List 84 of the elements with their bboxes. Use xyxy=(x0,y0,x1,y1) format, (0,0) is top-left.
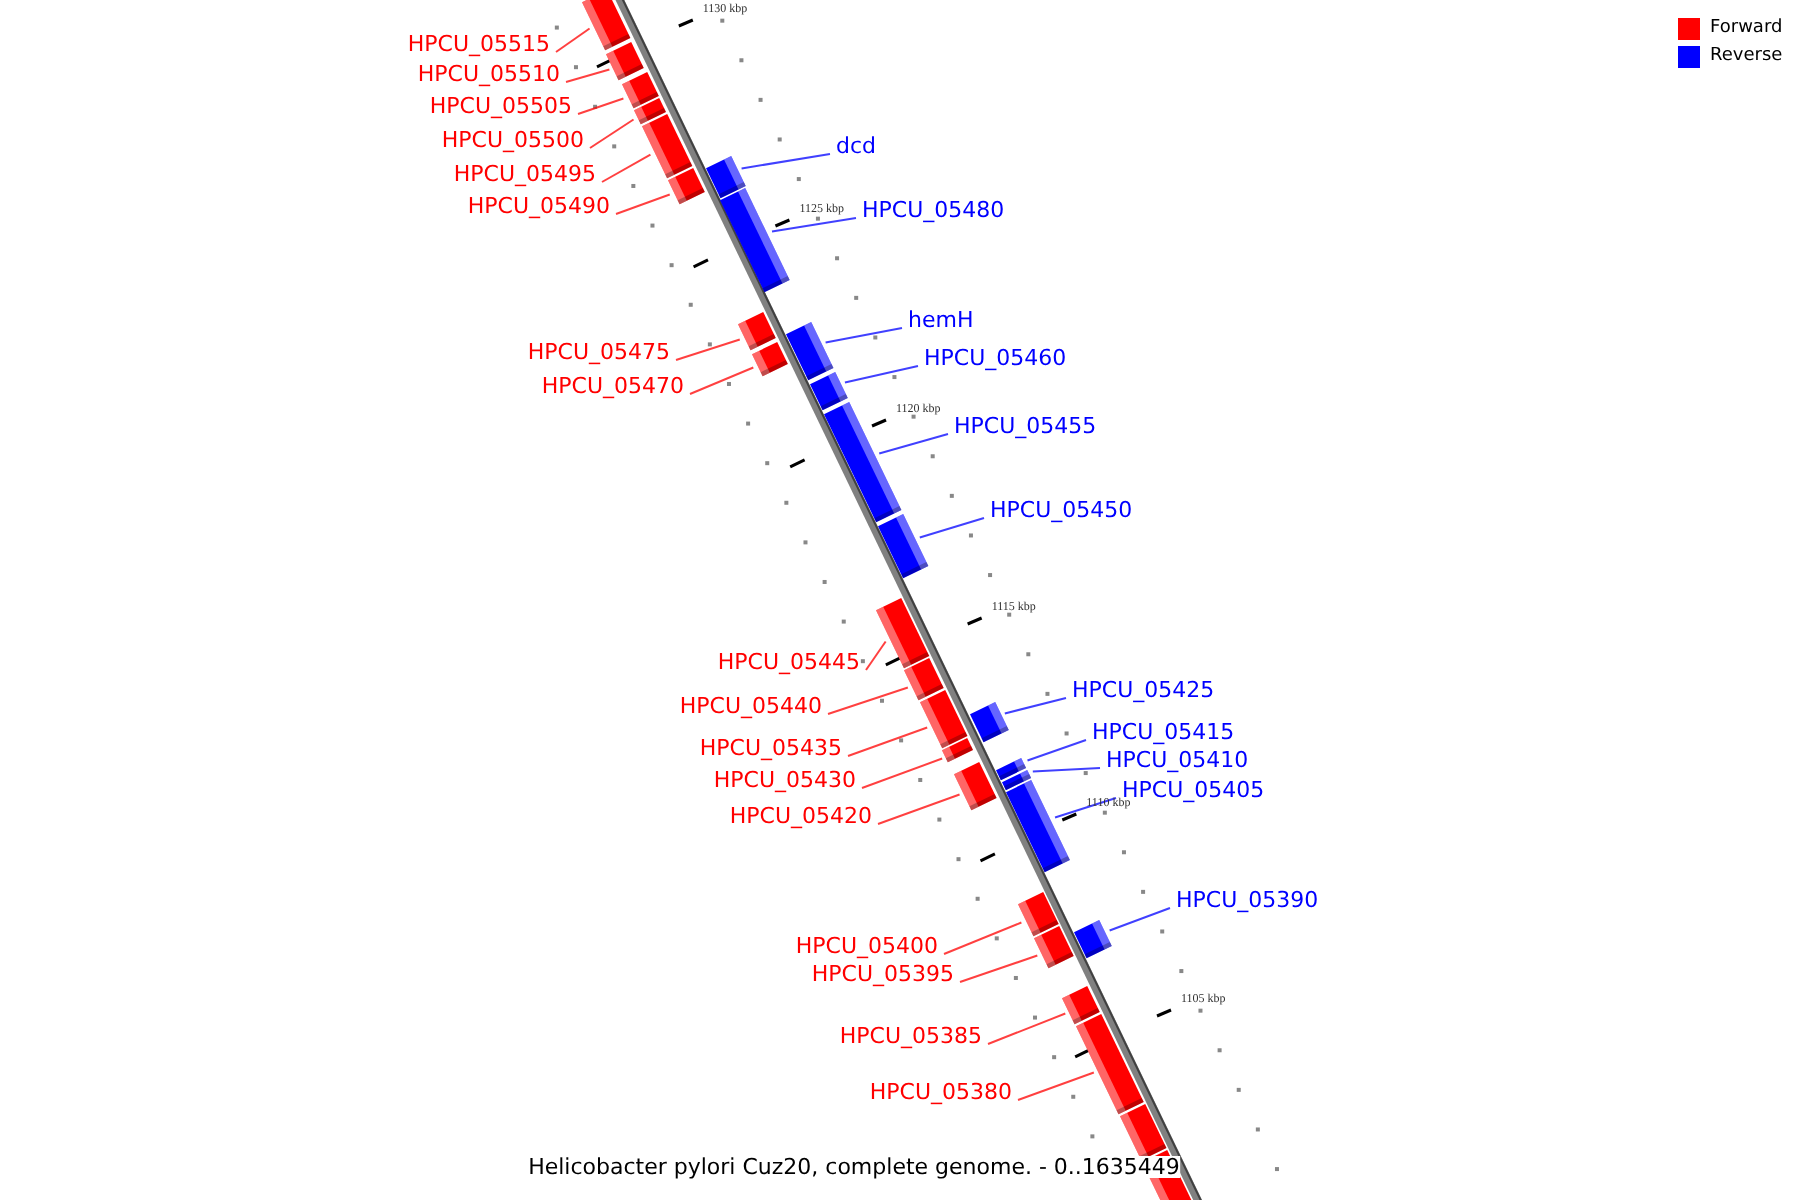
gene-block xyxy=(1017,892,1058,937)
gene-block xyxy=(633,98,666,125)
gene-label: HPCU_05415 xyxy=(1092,721,1235,743)
legend-label: Reverse xyxy=(1710,48,1783,66)
gene-block xyxy=(1006,779,1071,872)
leader-line xyxy=(824,327,903,344)
gene-label: HPCU_05380 xyxy=(869,1081,1012,1103)
leader-line xyxy=(861,757,944,789)
gene-label: HPCU_05420 xyxy=(729,805,872,827)
leader-line xyxy=(565,68,611,83)
gene-block xyxy=(969,701,1008,742)
gene-label: HPCU_05390 xyxy=(1176,889,1319,911)
gene-block xyxy=(1076,1014,1144,1115)
gene-block xyxy=(1074,919,1113,958)
gene-label: HPCU_05405 xyxy=(1122,779,1265,801)
gene-label: HPCU_05490 xyxy=(467,195,610,217)
leader-line xyxy=(865,640,887,671)
gene-label: HPCU_05470 xyxy=(541,375,684,397)
gene-block xyxy=(737,312,775,351)
leader-line xyxy=(877,793,961,825)
gene-label: hemH xyxy=(908,309,974,331)
gene-block xyxy=(875,598,929,669)
legend-label: Forward xyxy=(1710,20,1783,38)
gene-label: HPCU_05475 xyxy=(527,341,670,363)
gene-label: dcd xyxy=(836,135,877,157)
leader-line xyxy=(615,193,671,215)
leader-line xyxy=(827,686,909,715)
gene-label: HPCU_05495 xyxy=(453,163,596,185)
gene-label: HPCU_05410 xyxy=(1106,749,1249,771)
gene-block xyxy=(904,658,944,701)
leader-line xyxy=(740,153,831,170)
gene-block xyxy=(878,513,929,578)
gene-label: HPCU_05460 xyxy=(924,347,1067,369)
gene-label: HPCU_05435 xyxy=(699,737,842,759)
leader-line xyxy=(1017,1071,1095,1101)
leader-line xyxy=(918,517,985,539)
gene-label: HPCU_05385 xyxy=(839,1025,982,1047)
gene-label: HPCU_05500 xyxy=(441,129,584,151)
gene-block xyxy=(720,187,791,292)
gene-block xyxy=(641,114,692,179)
gene-block xyxy=(996,757,1027,780)
leader-line xyxy=(555,27,591,53)
leader-line xyxy=(959,954,1039,983)
leader-line xyxy=(577,97,625,115)
leader-line xyxy=(987,1012,1067,1045)
gene-block xyxy=(621,72,658,109)
gene-label: HPCU_05400 xyxy=(795,935,938,957)
gene-label: HPCU_05395 xyxy=(811,963,954,985)
leader-line xyxy=(1108,907,1171,932)
gene-label: HPCU_05440 xyxy=(679,695,822,717)
leader-line xyxy=(878,433,949,455)
gene-block xyxy=(581,0,630,51)
gene-label: HPCU_05425 xyxy=(1072,679,1215,701)
gene-block xyxy=(954,762,998,811)
gene-label: HPCU_05445 xyxy=(717,651,860,673)
gene-block xyxy=(606,42,645,81)
gene-block xyxy=(942,738,974,763)
gene-block xyxy=(1062,986,1101,1025)
leader-line xyxy=(675,338,741,361)
leader-line xyxy=(1003,697,1067,715)
leader-line xyxy=(943,921,1023,955)
gene-label: HPCU_05430 xyxy=(713,769,856,791)
gene-label: HPCU_05455 xyxy=(954,415,1097,437)
gene-block xyxy=(667,168,705,205)
gene-block xyxy=(1002,769,1032,790)
gene-block xyxy=(785,321,834,380)
gene-block xyxy=(751,342,788,377)
leader-line xyxy=(601,153,652,183)
gene-label: HPCU_05510 xyxy=(417,63,560,85)
leader-line xyxy=(847,726,929,757)
gene-block xyxy=(1119,1104,1167,1161)
gene-label: HPCU_05515 xyxy=(407,33,550,55)
gene-block xyxy=(809,371,848,410)
leader-line xyxy=(843,365,919,384)
leader-line xyxy=(589,118,635,149)
gene-label: HPCU_05480 xyxy=(862,199,1005,221)
gene-label: HPCU_05450 xyxy=(990,499,1133,521)
gene-block xyxy=(1033,926,1074,969)
gene-block xyxy=(705,155,746,198)
leader-line xyxy=(689,366,755,395)
gene-label: HPCU_05505 xyxy=(429,95,572,117)
leader-line xyxy=(771,217,857,233)
leader-line xyxy=(1031,767,1101,773)
leader-line xyxy=(1026,739,1087,762)
